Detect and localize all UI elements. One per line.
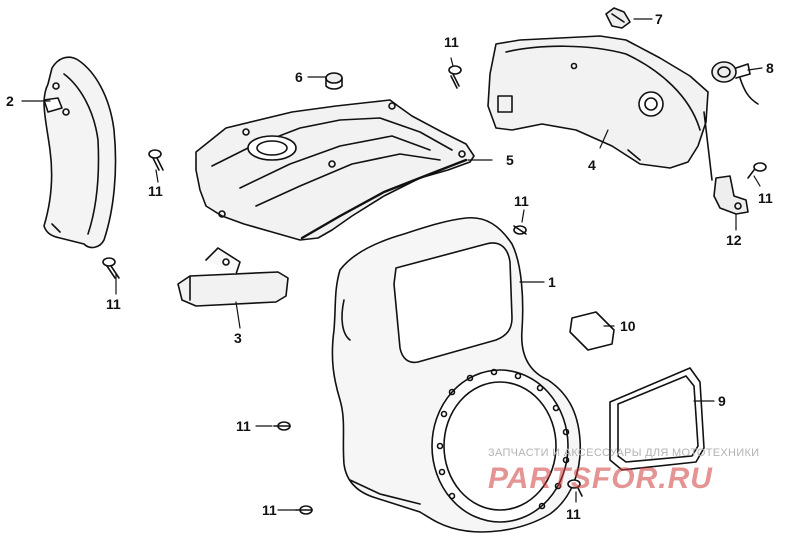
part-4-side-cover: [487, 35, 709, 169]
callout-12: 12: [726, 232, 742, 248]
part-3-bracket: [177, 247, 289, 307]
part-6-grommet: [325, 72, 343, 90]
callout-10: 10: [620, 318, 636, 334]
part-1-fan-housing: [331, 217, 582, 533]
part-7-clip: [605, 7, 631, 29]
leader-lines: [21, 18, 763, 511]
part-5-top-shroud: [195, 99, 475, 241]
callout-11: 11: [566, 506, 581, 522]
callout-4: 4: [588, 157, 596, 173]
part-8-sensor: [711, 61, 759, 105]
bolts-11: [102, 65, 767, 515]
callout-7: 7: [655, 11, 663, 27]
part-2-side-baffle: [43, 56, 117, 249]
callout-9: 9: [718, 393, 726, 409]
part-9-label: [609, 367, 705, 471]
callout-11: 11: [148, 183, 163, 199]
callout-11: 11: [106, 296, 121, 312]
part-12-stay: [703, 111, 749, 215]
callout-11: 11: [444, 34, 459, 50]
callout-2: 2: [6, 93, 14, 109]
callout-11: 11: [514, 193, 529, 209]
watermark-logo: PARTSFOR.RU: [488, 462, 713, 495]
callout-5: 5: [506, 152, 514, 168]
watermark-tagline: ЗАПЧАСТИ И АКСЕССУАРЫ ДЛЯ МОТОТЕХНИКИ: [488, 447, 760, 459]
callout-11: 11: [236, 418, 251, 434]
callout-1: 1: [548, 274, 556, 290]
callout-8: 8: [766, 60, 774, 76]
callout-3: 3: [234, 330, 242, 346]
part-10-label: [569, 311, 615, 351]
callout-6: 6: [295, 69, 303, 85]
callout-11: 11: [262, 502, 277, 518]
callout-11: 11: [758, 190, 773, 206]
